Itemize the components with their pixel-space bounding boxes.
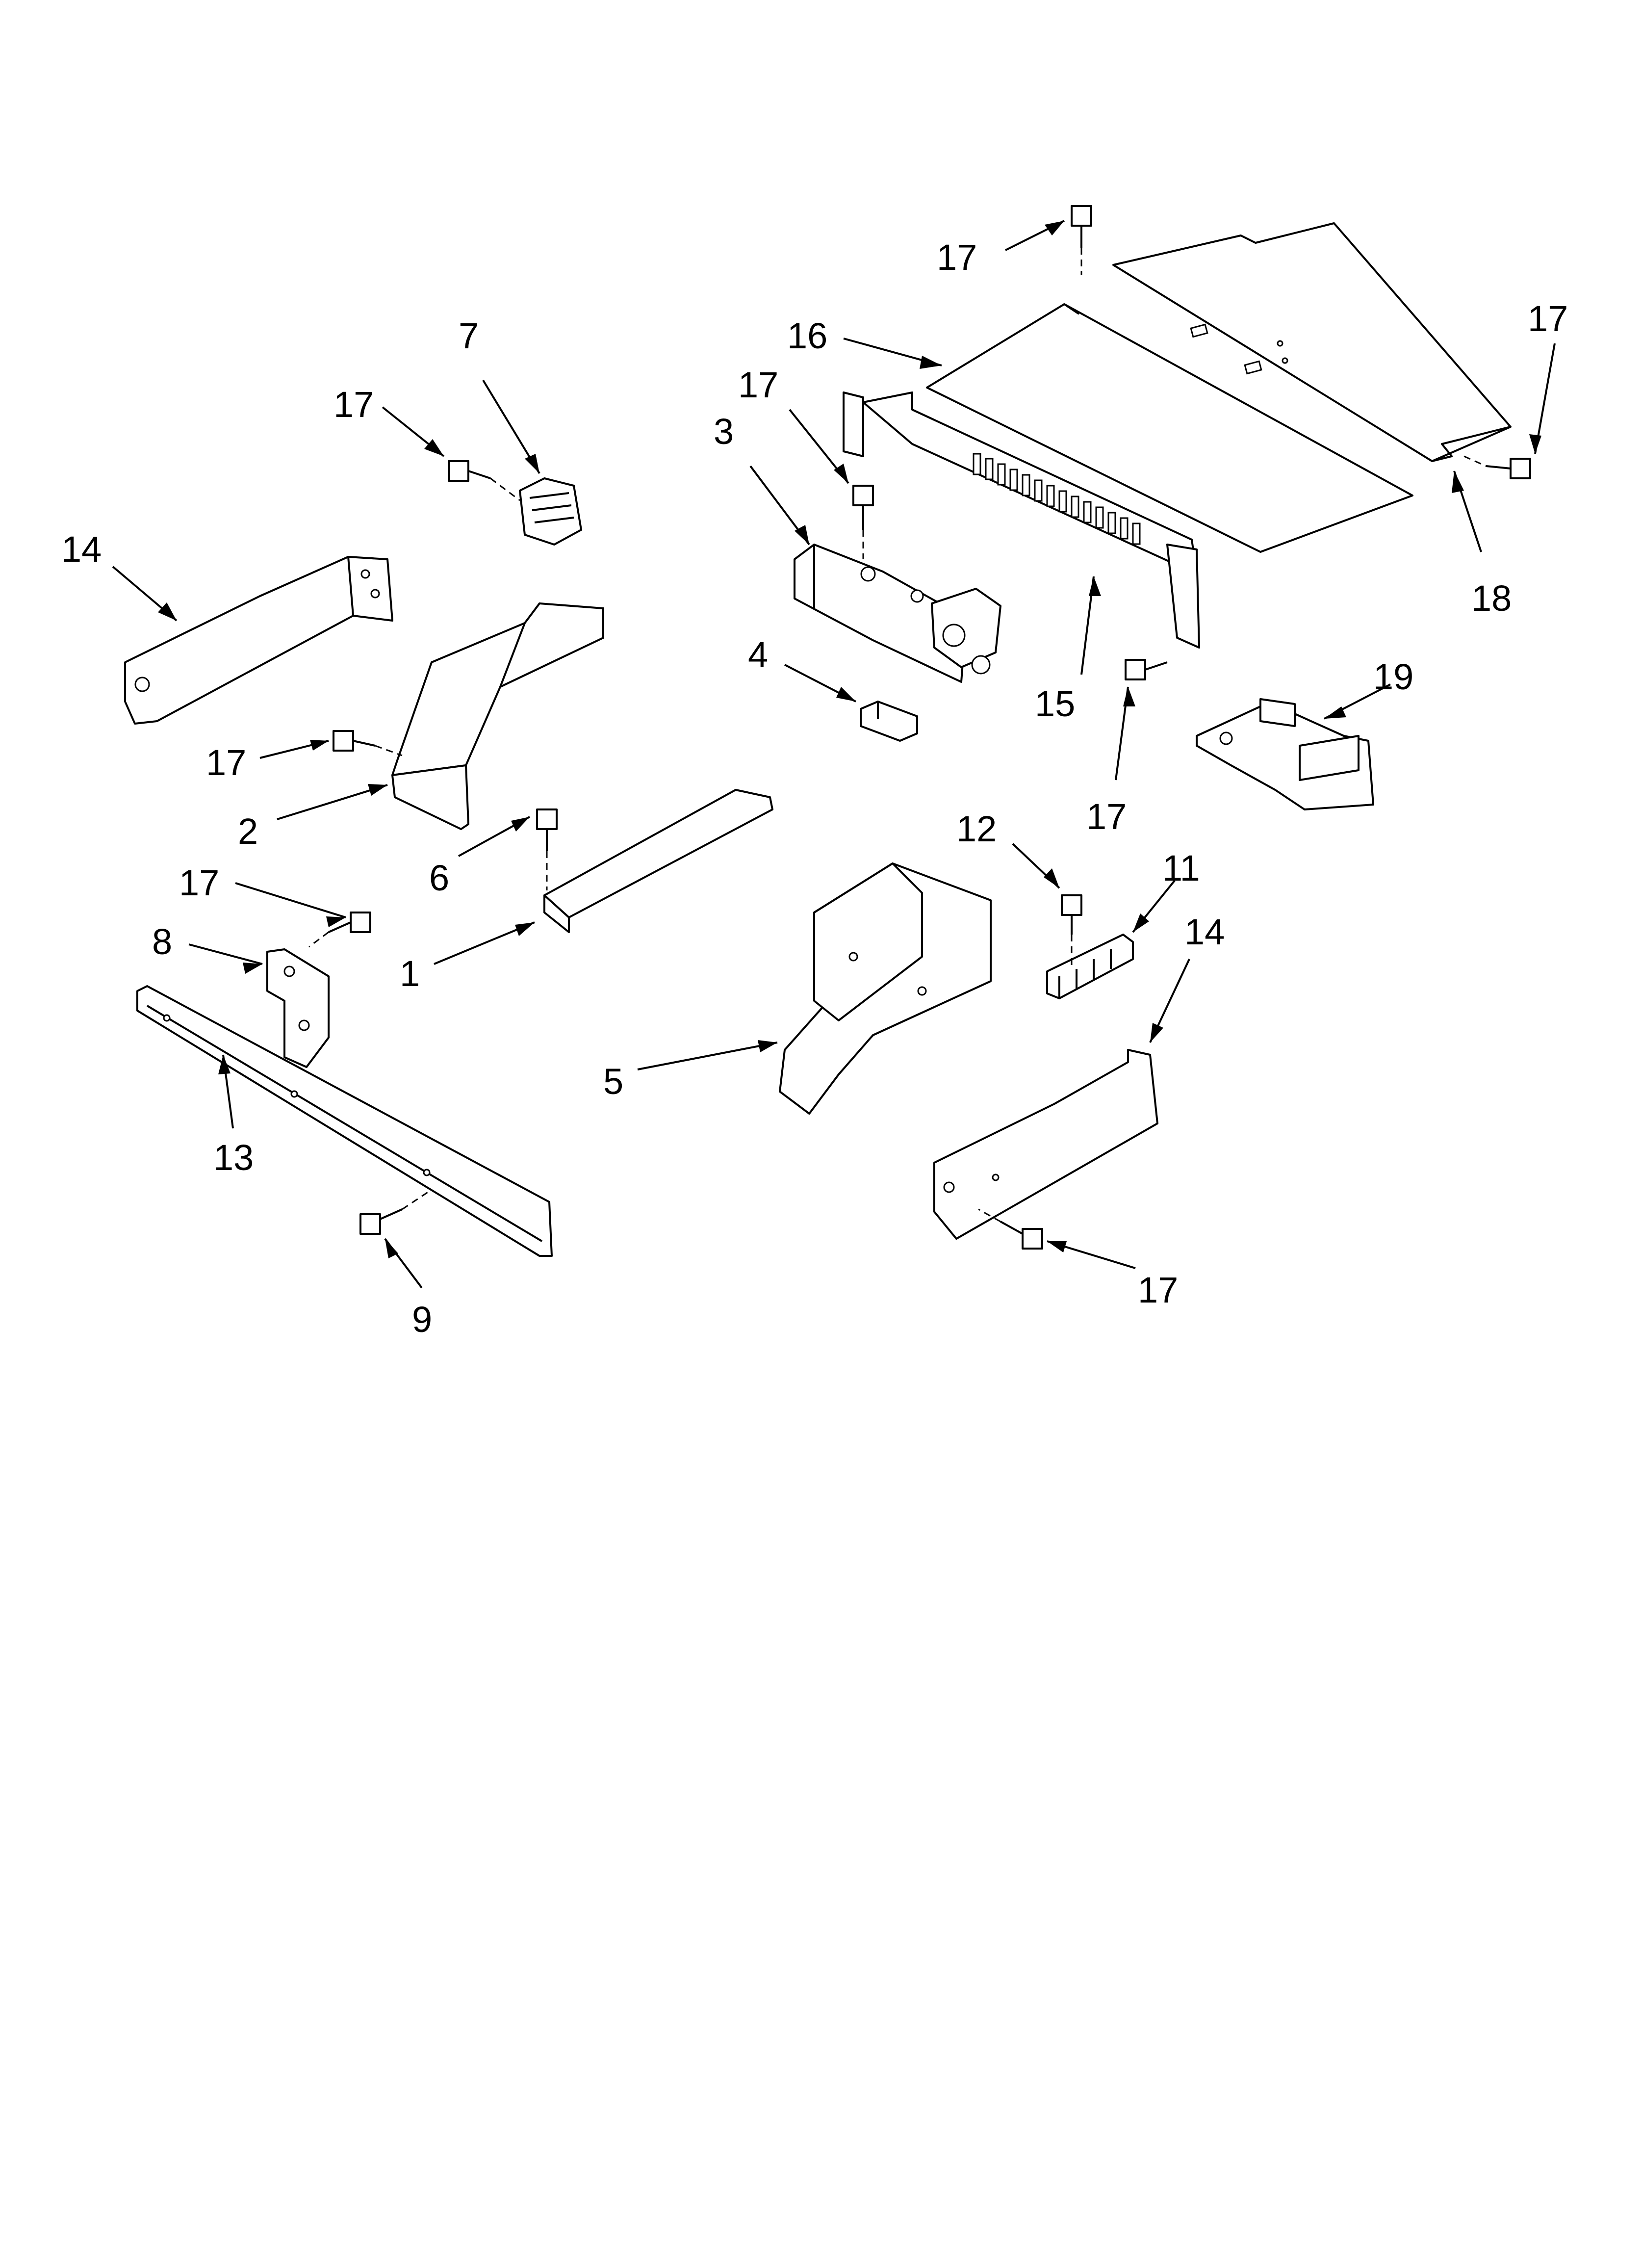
callout-19: 19 xyxy=(1373,656,1413,697)
callout-17: 17 xyxy=(738,365,778,405)
screw-17-left-mid xyxy=(333,730,403,756)
screw-6 xyxy=(536,808,558,890)
screw-9 xyxy=(359,1189,432,1235)
callout-1: 1 xyxy=(400,953,420,994)
part-19-ignitor-bracket xyxy=(1196,698,1374,810)
callout-5: 5 xyxy=(603,1061,623,1102)
callout-4: 4 xyxy=(748,634,768,675)
callout-6: 6 xyxy=(429,858,449,898)
screws xyxy=(308,205,1531,1250)
callout-12: 12 xyxy=(956,808,997,849)
part-1-channel xyxy=(543,789,773,933)
screw-17-bottom xyxy=(978,1208,1043,1250)
screw-17-right-low xyxy=(1125,659,1168,680)
part-14-left-bracket xyxy=(124,556,393,725)
callout-14: 14 xyxy=(61,529,102,570)
screw-12 xyxy=(1061,894,1082,969)
callouts: 17 16 17 17 7 17 3 14 18 4 15 19 17 2 17… xyxy=(61,237,1568,1340)
callout-14: 14 xyxy=(1184,912,1225,952)
part-8-l-bracket xyxy=(266,948,330,1068)
callout-9: 9 xyxy=(412,1299,432,1340)
screw-17-top xyxy=(1071,205,1092,275)
callout-3: 3 xyxy=(714,411,734,452)
part-13-rail xyxy=(136,985,553,1257)
part-18-rear-panel xyxy=(1112,222,1512,462)
part-14-right-bracket xyxy=(933,1049,1158,1240)
callout-11: 11 xyxy=(1162,848,1200,888)
screw-17-left-top xyxy=(448,460,520,501)
callout-8: 8 xyxy=(152,921,172,962)
part-2-duct xyxy=(391,602,604,830)
arrowheads xyxy=(158,221,1541,1258)
callout-17: 17 xyxy=(206,742,246,783)
callout-13: 13 xyxy=(213,1137,254,1178)
callout-16: 16 xyxy=(787,315,827,356)
callout-17: 17 xyxy=(937,237,977,278)
callout-18: 18 xyxy=(1471,578,1512,619)
part-16-top-shield xyxy=(926,303,1413,553)
callout-7: 7 xyxy=(459,315,479,356)
part-15-vented-panel xyxy=(843,391,1200,649)
part-4-connector xyxy=(860,701,918,742)
screw-17-mid xyxy=(852,485,874,559)
callout-17: 17 xyxy=(334,384,374,425)
callout-2: 2 xyxy=(238,811,258,852)
callout-17: 17 xyxy=(1086,796,1127,837)
callout-17: 17 xyxy=(1138,1270,1178,1310)
part-7-transformer xyxy=(519,477,582,546)
part-5-burner-box xyxy=(779,862,992,1115)
screw-17-right xyxy=(1463,455,1531,479)
callout-17: 17 xyxy=(1528,298,1568,339)
part-3-valve-assembly xyxy=(794,544,1001,683)
callout-15: 15 xyxy=(1035,683,1075,724)
part-11-terminal-block xyxy=(1046,934,1134,999)
screw-17-bracket xyxy=(308,912,371,948)
callout-17: 17 xyxy=(179,862,219,903)
vent-slots xyxy=(973,453,1141,545)
